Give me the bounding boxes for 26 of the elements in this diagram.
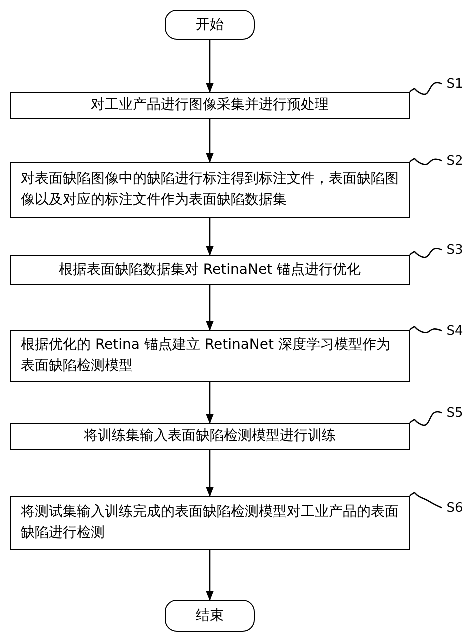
arrow (206, 119, 214, 163)
step-label: S2 (446, 154, 464, 168)
leader-line (410, 492, 442, 509)
step-label: S1 (446, 76, 464, 92)
arrow (206, 218, 214, 256)
arrow (206, 382, 214, 424)
leader-line (410, 326, 442, 334)
arrow (206, 40, 214, 93)
process-box: 将测试集输入训练完成的表面缺陷检测模型对工业产品的表面缺陷进行检测 (10, 496, 410, 550)
leader-line (410, 411, 442, 426)
leader-line (410, 158, 442, 166)
process-box: 根据优化的 Retina 锚点建立 RetinaNet 深度学习模型作为表面缺陷检测模型 (10, 330, 410, 382)
step-label: S6 (446, 500, 464, 516)
terminal-box: 结束 (165, 600, 255, 632)
step-label: S5 (446, 406, 464, 420)
process-box: 对工业产品进行图像采集并进行预处理 (10, 92, 410, 119)
step-label: S3 (446, 242, 464, 258)
arrow (206, 550, 214, 601)
arrow (206, 450, 214, 497)
step-label: S4 (446, 324, 464, 338)
process-box: 对表面缺陷图像中的缺陷进行标注得到标注文件，表面缺陷图像以及对应的标注文件作为表面缺陷数据集 (10, 162, 410, 218)
process-box: 将训练集输入表面缺陷检测模型进行训练 (10, 423, 410, 450)
leader-line (410, 248, 442, 258)
arrow (206, 285, 214, 331)
process-box: 根据表面缺陷数据集对 RetinaNet 锚点进行优化 (10, 255, 410, 285)
terminal-box: 开始 (165, 10, 255, 40)
